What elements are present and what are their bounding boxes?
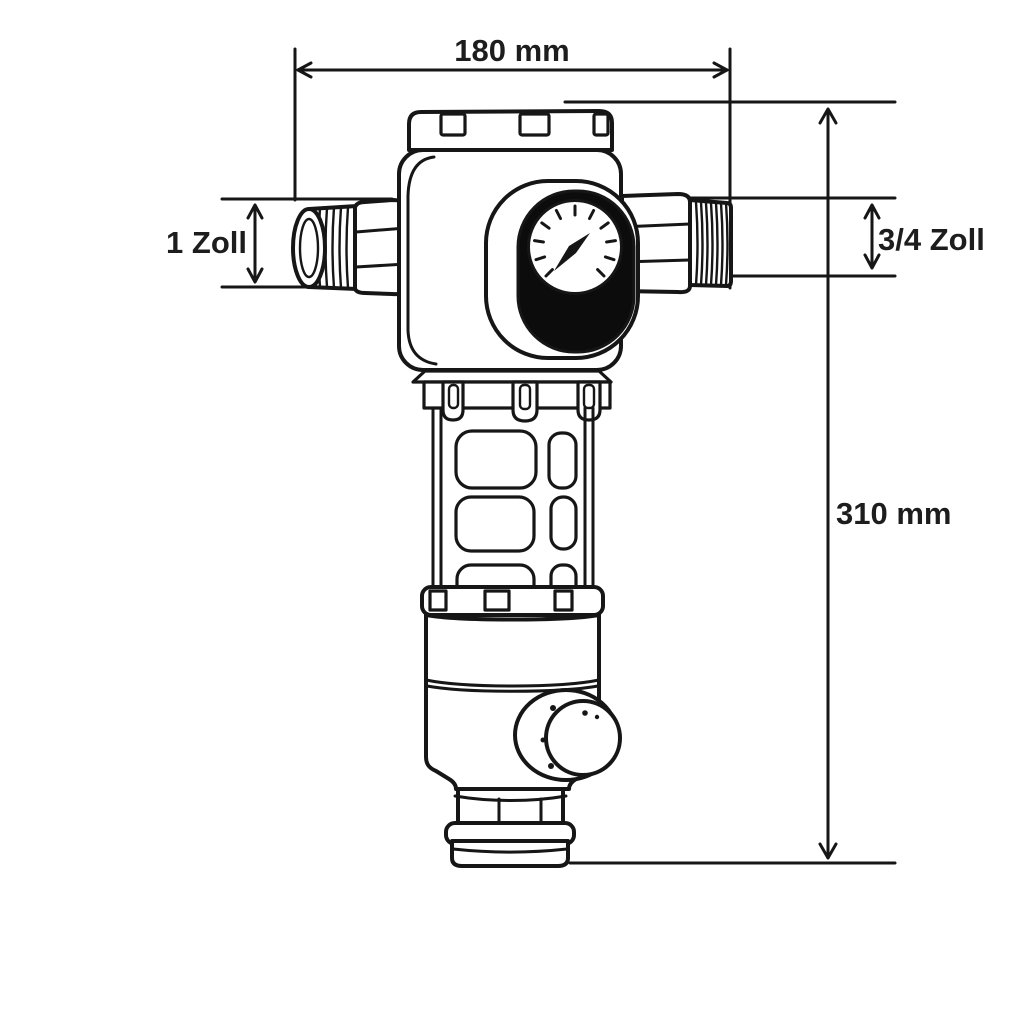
tab-slot	[582, 383, 596, 410]
pressure-gauge	[527, 199, 623, 295]
cage-window-narrow	[549, 495, 578, 551]
inlet-face	[291, 207, 327, 289]
collar-tab	[428, 589, 448, 612]
cage-window-narrow	[547, 431, 578, 490]
arrowhead-down-icon	[246, 267, 264, 284]
arrowhead-down-icon	[863, 253, 881, 270]
outlet-neck	[456, 787, 565, 828]
height-label: 310 mm	[836, 496, 951, 531]
cage-mount	[411, 369, 613, 423]
drain-knob	[513, 688, 622, 782]
knob-dot	[594, 714, 600, 720]
collar-band	[420, 585, 605, 617]
filter-cage	[431, 406, 595, 605]
arrowhead-right-icon	[712, 61, 729, 79]
tab-slot	[518, 383, 532, 411]
cage-window	[454, 495, 536, 553]
outlet-cap-line	[451, 847, 569, 854]
head-left-bulge-line	[406, 155, 438, 366]
knob-dot	[540, 737, 546, 743]
knob-dot	[582, 710, 588, 716]
outlet-threads	[694, 200, 729, 287]
inlet-bore	[298, 217, 320, 279]
arrowhead-up-icon	[818, 107, 838, 125]
arrowhead-up-icon	[863, 203, 881, 220]
bottom-outlet	[444, 787, 576, 868]
head-flange	[411, 369, 613, 384]
dimension-outlet-3-4zoll: 3/4 Zoll	[688, 196, 985, 278]
sump-collar	[420, 585, 605, 617]
inlet-label: 1 Zoll	[166, 225, 247, 260]
cap-notch	[439, 112, 467, 137]
mount-tab	[441, 380, 465, 422]
top-cap	[407, 109, 614, 152]
cap-notch	[518, 112, 551, 137]
cage-side-rails	[431, 406, 595, 590]
knob-dot	[548, 763, 554, 769]
knob-face	[544, 699, 622, 777]
cage-window	[454, 429, 538, 490]
outlet-label: 3/4 Zoll	[878, 222, 985, 257]
filter-device	[291, 109, 733, 868]
arrowhead-left-icon	[296, 61, 313, 79]
dimension-annotations: 180 mm 1 Zoll 3/4 Zoll 310 mm	[166, 33, 985, 865]
dimension-width-180mm: 180 mm	[293, 33, 732, 290]
inlet-connector	[291, 198, 408, 297]
gauge-ticks	[533, 204, 617, 278]
cap-notch	[592, 112, 610, 137]
knob-dot	[550, 705, 556, 711]
tab-slot	[447, 383, 460, 410]
mount-tab	[576, 380, 602, 422]
outlet-thread-body	[688, 198, 733, 288]
mount-tab	[511, 380, 539, 423]
gauge-needle	[554, 233, 590, 271]
collar-tab	[483, 589, 511, 612]
collar-tab	[553, 589, 574, 612]
arrowhead-up-icon	[246, 203, 264, 220]
width-label: 180 mm	[454, 33, 569, 68]
dimension-height-310mm: 310 mm	[563, 100, 951, 865]
sump-seam-line	[425, 684, 600, 693]
sump-seam-line	[424, 678, 601, 688]
neck-top-line	[453, 794, 568, 802]
arrowhead-down-icon	[818, 842, 838, 860]
